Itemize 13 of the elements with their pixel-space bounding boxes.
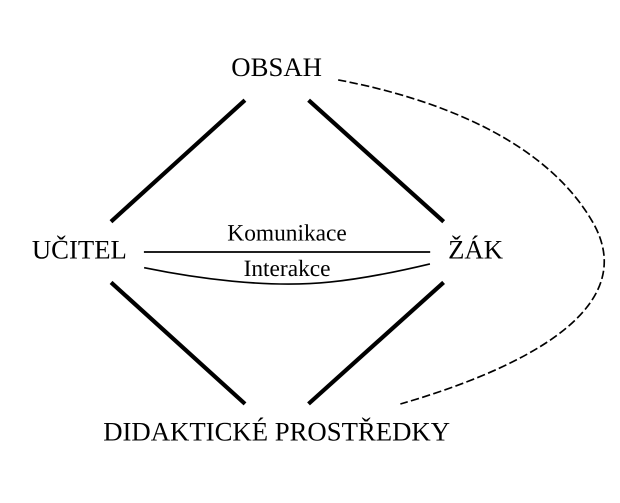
connector (110, 280, 246, 405)
connector (144, 250, 430, 252)
node-text: OBSAH (231, 52, 322, 82)
connector (338, 78, 605, 404)
edge-label: Komunikace (227, 220, 347, 246)
node-text: DIDAKTICKÉ PROSTŘEDKY (103, 416, 450, 446)
connector (144, 262, 430, 284)
edge-label: Interakce (244, 255, 331, 282)
connector (307, 98, 446, 223)
connector (110, 98, 246, 223)
connector (307, 280, 445, 405)
node-text: UČITEL (32, 234, 127, 264)
node-text: ŽÁK (448, 234, 504, 264)
